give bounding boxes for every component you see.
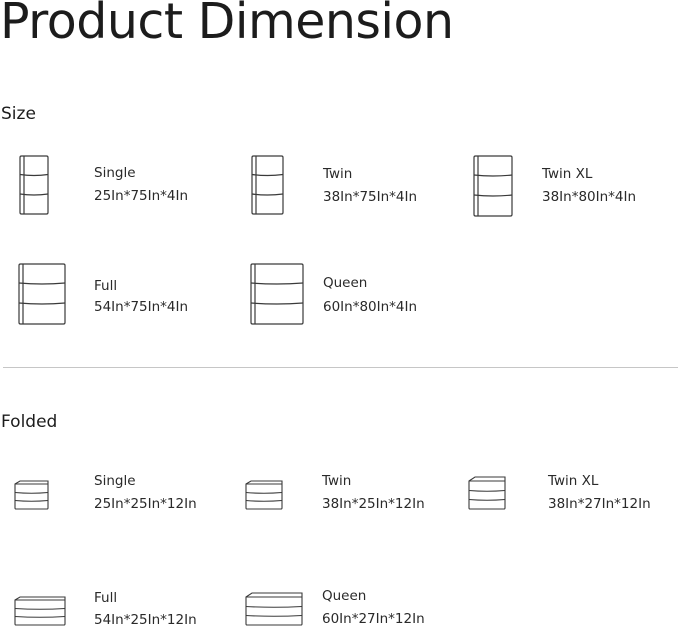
mattress-stack-icon <box>473 155 513 217</box>
folded-mattress-icon <box>468 476 506 510</box>
item-dimensions: 25In*25In*12In <box>94 496 197 512</box>
item-name: Single <box>94 165 136 181</box>
item-dimensions: 38In*75In*4In <box>323 189 418 205</box>
mattress-stack-icon <box>251 155 284 215</box>
section-label-folded: Folded <box>1 412 58 432</box>
page-title: Product Dimension <box>0 0 454 50</box>
folded-mattress-icon <box>14 596 66 626</box>
item-name: Twin XL <box>542 166 593 182</box>
folded-mattress-icon <box>14 480 49 510</box>
item-name: Full <box>94 278 118 294</box>
item-name: Queen <box>322 588 367 604</box>
item-name: Twin XL <box>548 473 599 489</box>
item-dimensions: 54In*25In*12In <box>94 612 197 628</box>
item-dimensions: 25In*75In*4In <box>94 188 189 204</box>
item-dimensions: 60In*80In*4In <box>323 299 418 315</box>
item-name: Full <box>94 590 118 606</box>
item-dimensions: 38In*80In*4In <box>542 189 637 205</box>
section-divider <box>3 367 678 368</box>
folded-mattress-icon <box>245 592 303 626</box>
item-name: Twin <box>322 473 352 489</box>
item-dimensions: 38In*27In*12In <box>548 496 651 512</box>
item-name: Queen <box>323 275 368 291</box>
item-name: Single <box>94 473 136 489</box>
item-dimensions: 60In*27In*12In <box>322 611 425 627</box>
mattress-stack-icon <box>19 155 49 215</box>
item-dimensions: 54In*75In*4In <box>94 299 189 315</box>
item-name: Twin <box>323 166 353 182</box>
section-label-size: Size <box>1 104 36 124</box>
item-dimensions: 38In*25In*12In <box>322 496 425 512</box>
folded-mattress-icon <box>245 480 283 510</box>
mattress-stack-icon <box>18 263 66 325</box>
mattress-stack-icon <box>250 263 304 325</box>
